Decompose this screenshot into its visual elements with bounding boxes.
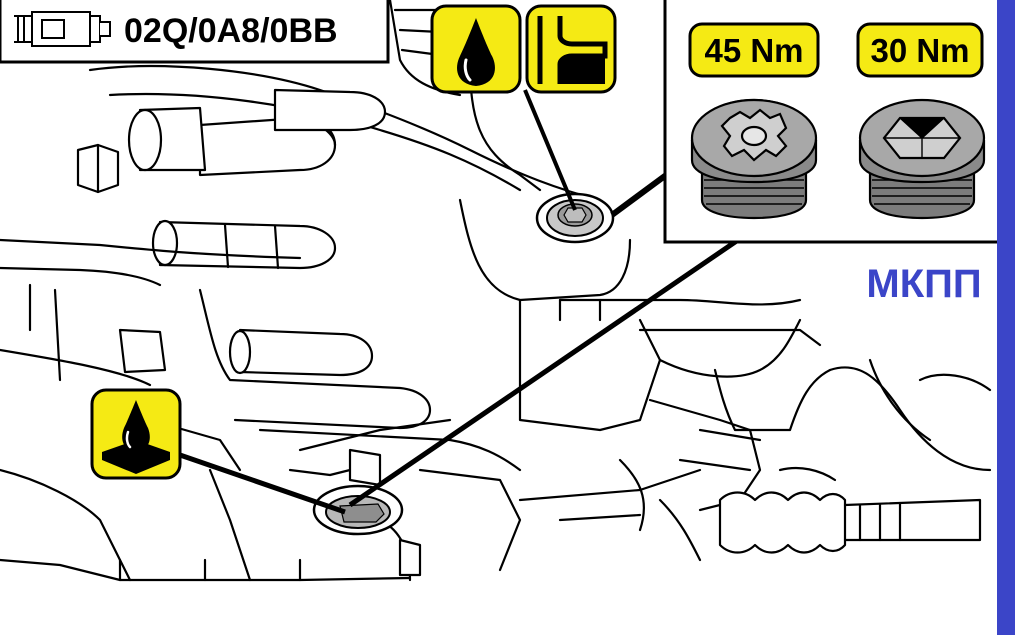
gearbox-type-label: МКПП [866,262,981,306]
torque-inset: 45 Nm 30 Nm [663,0,1007,244]
bolt-row-middle [151,219,337,270]
model-codes-text: 02Q/0A8/0BB [124,12,338,50]
oil-level-icon [525,4,617,94]
model-code-header: 02Q/0A8/0BB [0,0,390,64]
torque-label-45: 45 Nm [688,22,820,78]
bolt-row-upper [127,88,387,177]
torque-45-text: 45 Nm [704,32,803,69]
hex-bolt-left [76,143,120,194]
torque-30-text: 30 Nm [870,32,969,69]
torx-plug-icon [690,98,818,220]
transmission-drawing [0,0,992,582]
drain-plug [312,484,404,536]
torque-label-30: 30 Nm [856,22,984,78]
cv-joint-boot [718,466,982,554]
side-accent-bar [997,0,1015,635]
oil-drop-icon [430,4,522,94]
gearbox-icon [14,11,111,47]
oil-drain-icon [90,388,182,480]
check-plug [535,192,615,244]
hex-plug-icon [858,98,986,220]
